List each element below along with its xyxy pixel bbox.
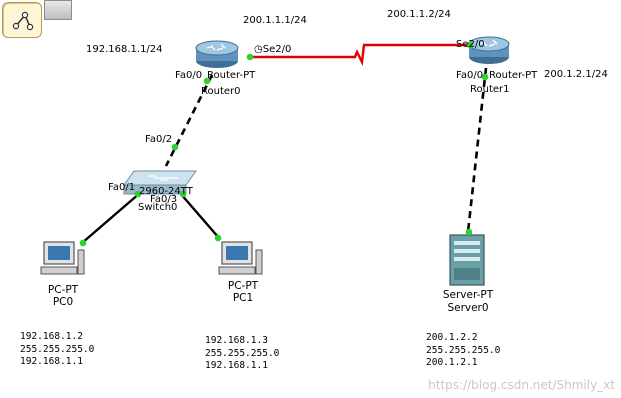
serial-link (250, 43, 470, 67)
pc1-icon (218, 241, 263, 275)
switch-fa1-port-label: Fa0/1 (108, 182, 136, 193)
port-dot-sw-fa3 (179, 190, 187, 198)
router1-lan-ip-label: 200.1.2.1/24 (544, 69, 608, 80)
router0-icon (195, 40, 239, 68)
router0-name-label: Router0 (201, 86, 241, 97)
router0-lan-ip-label: 192.168.1.1/24 (86, 44, 163, 55)
router1-fa-port-label: Fa0/0 (456, 70, 484, 81)
pc1-mask: 255.255.255.0 (205, 347, 280, 359)
watermark: https://blog.csdn.net/Shmily_xt (428, 378, 615, 392)
switch0-icon (123, 170, 197, 195)
link-router1-server (466, 67, 488, 233)
pc0-gateway: 192.168.1.1 (20, 356, 83, 367)
port-dot-r0-se (246, 53, 254, 61)
router0-model-label: Router-PT (207, 70, 256, 81)
pc0-mask: 255.255.255.0 (20, 343, 95, 355)
pc0-ip: 192.168.1.2 (20, 331, 83, 342)
pc0-name-label: PC0 (52, 296, 74, 308)
pc1-gateway: 192.168.1.1 (205, 360, 268, 371)
switch-model-label: 2960-24TT (139, 186, 193, 197)
router0-serial-port-label: ◷Se2/0 (254, 44, 291, 55)
serial-left-ip-label: 200.1.1.1/24 (243, 15, 307, 26)
router1-icon (468, 36, 510, 64)
clock-icon: ◷ (254, 44, 263, 55)
server0-mask: 255.255.255.0 (426, 344, 501, 356)
serial-right-ip-label: 200.1.1.2/24 (387, 9, 451, 20)
router0-serial-port-text: Se2/0 (262, 44, 292, 55)
link-router0-switch (164, 74, 214, 167)
toolbar-strip (44, 0, 72, 20)
server0-model-label: Server-PT (442, 289, 494, 301)
router1-model-label: Router-PT (489, 70, 538, 81)
link-switch-pc0 (81, 192, 141, 244)
switch-fa2-port-label: Fa0/2 (145, 134, 173, 145)
port-dot-sw-fa2 (171, 143, 179, 151)
pc1-model-label: PC-PT (227, 280, 259, 292)
topology-tool-button[interactable] (2, 2, 42, 38)
server0-name-label: Server0 (447, 302, 489, 314)
port-dot-server (465, 228, 473, 236)
router0-fa-port-label: Fa0/0 (175, 70, 203, 81)
pc1-name-label: PC1 (232, 292, 254, 304)
server0-gateway: 200.1.2.1 (426, 357, 478, 368)
server0-ip: 200.1.2.2 (426, 332, 478, 343)
pc0-model-label: PC-PT (47, 284, 79, 296)
port-dot-r0-fa (203, 77, 211, 85)
router1-name-label: Router1 (470, 84, 510, 95)
port-dot-r1-se (466, 41, 474, 49)
port-dot-sw-fa1 (134, 190, 142, 198)
port-dot-r1-fa (481, 73, 489, 81)
switch-fa3-port-label: Fa0/3 (150, 194, 178, 205)
link-switch-pc1 (179, 192, 220, 239)
pc0-icon (40, 241, 85, 275)
router1-serial-port-label: Se2/0 (456, 39, 485, 50)
port-dot-pc0 (79, 239, 87, 247)
topology-tool-icon (12, 11, 34, 31)
switch-name-label: Switch0 (138, 202, 178, 213)
server0-icon (449, 234, 485, 286)
port-dot-pc1 (214, 234, 222, 242)
pc1-ip: 192.168.1.3 (205, 335, 268, 346)
